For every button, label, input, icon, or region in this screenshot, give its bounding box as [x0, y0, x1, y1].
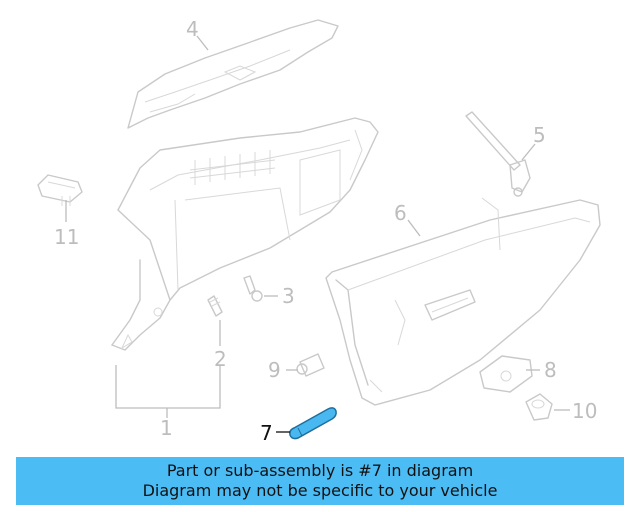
part-9-pin	[296, 353, 325, 377]
part-3-screw	[243, 275, 263, 302]
banner-line-1: Part or sub-assembly is #7 in diagram	[166, 461, 474, 480]
banner-line-2: Diagram may not be specific to your vehi…	[142, 481, 498, 500]
callout-10: 10	[572, 399, 597, 423]
part-10-bulb	[525, 393, 553, 421]
info-banner: Part or sub-assembly is #7 in diagram Di…	[16, 457, 624, 505]
part-1-glove-box-housing	[111, 117, 379, 351]
part-4-upper-panel	[127, 19, 339, 129]
callout-2: 2	[214, 347, 227, 371]
leader-lines	[65, 35, 570, 433]
part-11-clip	[37, 174, 83, 206]
callout-11: 11	[54, 225, 79, 249]
part-8-latch	[479, 355, 533, 393]
parts-diagram: 4 5 6 11 3 2 9 8 10 1 7	[37, 17, 601, 445]
callout-6: 6	[394, 201, 407, 225]
callout-4: 4	[186, 17, 199, 41]
part-5-damper	[465, 111, 531, 197]
part-6-glove-box-door	[325, 197, 601, 406]
callout-3: 3	[282, 284, 295, 308]
callout-5: 5	[533, 123, 546, 147]
callout-7: 7	[260, 421, 273, 445]
callout-9: 9	[268, 358, 281, 382]
part-7-highlighted	[289, 407, 337, 440]
callout-8: 8	[544, 358, 557, 382]
callout-1: 1	[160, 416, 173, 440]
part-2-bolt	[207, 295, 223, 317]
callout-labels: 4 5 6 11 3 2 9 8 10 1 7	[54, 17, 597, 445]
